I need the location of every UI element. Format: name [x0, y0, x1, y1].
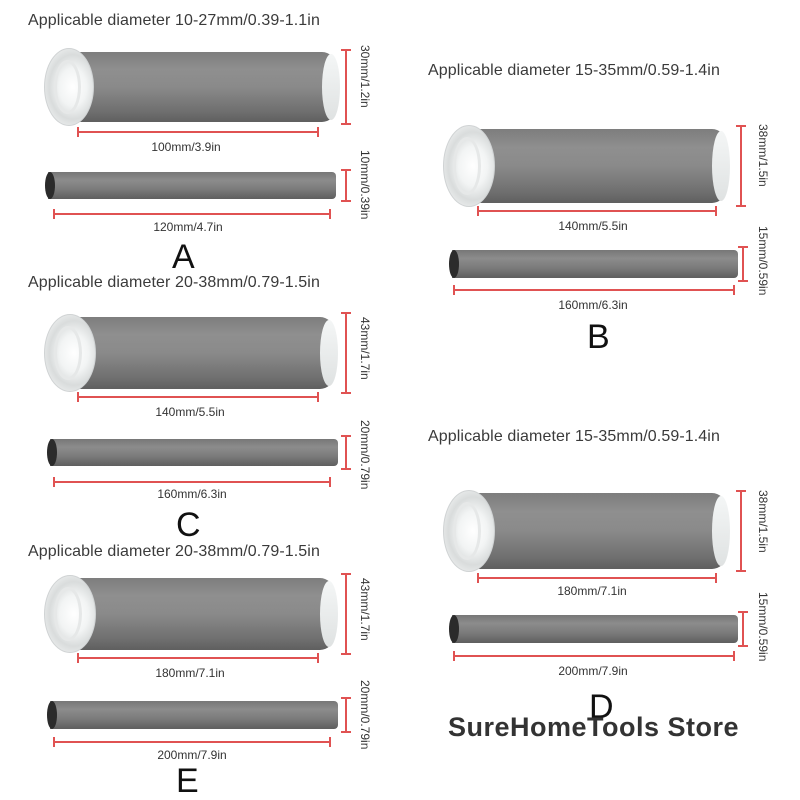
option-c-tube-diameter-dimension [341, 312, 351, 394]
option-d-tube-length-dimension [477, 573, 717, 583]
option-a-tube-diameter-label: 30mm/1.2in [358, 45, 372, 108]
option-e-tube-diameter-dimension [341, 573, 351, 655]
option-a-tube-length-label: 100mm/3.9in [151, 140, 221, 154]
option-d-applicable-diameter: Applicable diameter 15-35mm/0.59-1.4in [428, 428, 720, 445]
option-d-rod-diameter-label: 15mm/0.59in [756, 592, 770, 662]
option-a-tube-diameter-dimension [341, 49, 351, 125]
option-b-rod-diameter-dimension [738, 246, 748, 282]
option-e-rod-length-dimension [53, 737, 331, 747]
option-c-rod-diameter-dimension [341, 435, 351, 470]
option-b-tube-length-dimension [477, 206, 717, 216]
option-d-tube-diameter-label: 38mm/1.5in [756, 490, 770, 553]
option-a-rod-diameter-label: 10mm/0.39in [358, 150, 372, 220]
option-c-tube-length-label: 140mm/5.5in [155, 405, 225, 419]
option-d-tube-diameter-dimension [736, 490, 746, 572]
option-c-tube-diameter-label: 43mm/1.7in [358, 317, 372, 380]
option-d-rod-length-label: 200mm/7.9in [558, 664, 628, 678]
option-b-tube-diameter-dimension [736, 125, 746, 207]
option-b-letter: B [587, 318, 610, 356]
option-d-rod-length-dimension [453, 651, 735, 661]
option-a-rod-diameter-dimension [341, 169, 351, 202]
store-name: SureHomeTools Store [448, 712, 740, 742]
option-e-letter: E [176, 762, 199, 800]
option-b-tube-diameter-label: 38mm/1.5in [756, 124, 770, 187]
option-a-rod-length-label: 120mm/4.7in [153, 220, 223, 234]
option-c-rod-length-dimension [53, 477, 331, 487]
option-a-applicable-diameter: Applicable diameter 10-27mm/0.39-1.1in [28, 12, 320, 29]
option-a-tube-length-dimension [77, 127, 319, 137]
option-b-applicable-diameter: Applicable diameter 15-35mm/0.59-1.4in [428, 62, 720, 79]
option-b-rod-diameter-label: 15mm/0.59in [756, 226, 770, 296]
option-e-tube-length-label: 180mm/7.1in [155, 666, 225, 680]
option-b-rod-length-label: 160mm/6.3in [558, 298, 628, 312]
option-e-rod-diameter-label: 20mm/0.79in [358, 680, 372, 750]
option-d-rod-diameter-dimension [738, 611, 748, 647]
option-a-letter: A [172, 238, 195, 276]
option-c-tube-length-dimension [77, 392, 319, 402]
option-e-rod-diameter-dimension [341, 697, 351, 733]
option-b-tube-length-label: 140mm/5.5in [558, 219, 628, 233]
option-d-letter: D [589, 688, 614, 726]
option-e-tube-length-dimension [77, 653, 319, 663]
option-d-tube-length-label: 180mm/7.1in [557, 584, 627, 598]
option-e-rod-length-label: 200mm/7.9in [157, 748, 227, 762]
option-c-rod-diameter-label: 20mm/0.79in [358, 420, 372, 490]
option-a-rod-length-dimension [53, 209, 331, 219]
option-c-letter: C [176, 506, 201, 544]
option-c-rod-length-label: 160mm/6.3in [157, 487, 227, 501]
option-c-applicable-diameter: Applicable diameter 20-38mm/0.79-1.5in [28, 274, 320, 291]
option-e-applicable-diameter: Applicable diameter 20-38mm/0.79-1.5in [28, 543, 320, 560]
option-b-rod-length-dimension [453, 285, 735, 295]
option-e-tube-diameter-label: 43mm/1.7in [358, 578, 372, 641]
